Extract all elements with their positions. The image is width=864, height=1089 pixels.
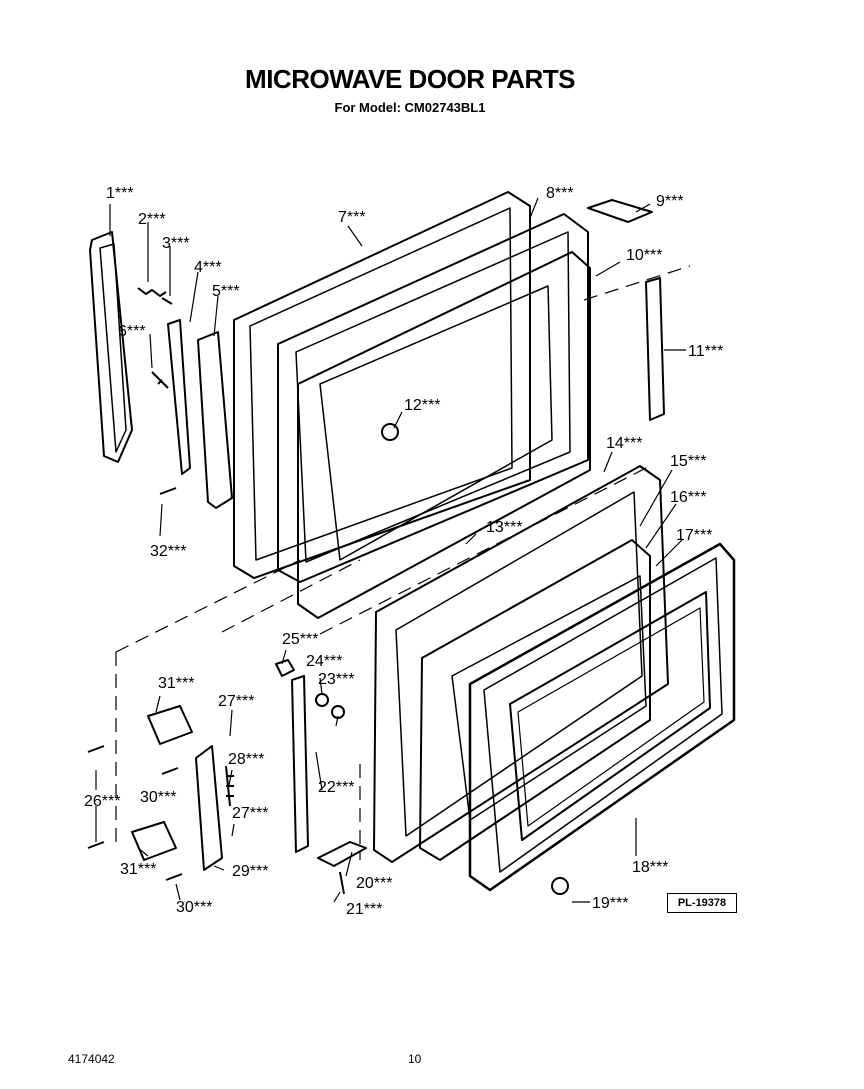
callout-32: 32*** <box>150 543 186 560</box>
callout-11: 11*** <box>688 343 723 360</box>
callout-31-upper: 31*** <box>158 675 194 692</box>
callout-24: 24*** <box>306 653 342 670</box>
part-screw-30a <box>161 767 179 775</box>
part-screw-30b <box>165 873 183 881</box>
model-subtitle: For Model: CM02743BL1 <box>334 100 486 115</box>
part-handle <box>89 231 133 463</box>
part-hinge-assembly <box>291 675 367 895</box>
page-number: 10 <box>408 1052 422 1066</box>
part-screw-6 <box>151 371 169 389</box>
callout-16: 16*** <box>670 489 706 506</box>
callout-22: 22*** <box>318 779 354 796</box>
callout-3: 3*** <box>162 235 190 252</box>
part-knob-19 <box>551 877 569 895</box>
callout-2: 2*** <box>138 211 166 228</box>
assembly-guide-lines <box>115 265 691 860</box>
callout-30-lower: 30*** <box>176 899 212 916</box>
part-glass-frame <box>468 542 736 892</box>
callout-31-lower: 31*** <box>120 861 156 878</box>
callout-9: 9*** <box>656 193 684 210</box>
callout-6: 6*** <box>118 323 146 340</box>
doc-number: 4174042 <box>68 1052 115 1066</box>
callout-15: 15*** <box>670 453 706 470</box>
part-washer-24 <box>315 693 329 707</box>
part-switch-lower <box>131 821 177 861</box>
part-screw-26a <box>87 745 105 753</box>
leader-lines <box>95 197 686 903</box>
page-title: MICROWAVE DOOR PARTS <box>245 64 575 94</box>
callout-18: 18*** <box>632 859 668 876</box>
callout-4: 4*** <box>194 259 222 276</box>
part-screen <box>419 539 651 861</box>
part-interlock <box>195 745 234 871</box>
part-seal-strip <box>167 319 191 475</box>
callout-7: 7*** <box>338 209 366 226</box>
part-springs <box>137 287 173 305</box>
callout-21: 21*** <box>346 901 382 918</box>
part-choke-frame <box>297 251 591 619</box>
callout-10: 10*** <box>626 247 662 264</box>
part-nut-12 <box>381 423 399 441</box>
part-screw-26b <box>87 841 105 849</box>
callout-13: 13*** <box>486 519 522 536</box>
part-screw-32 <box>159 487 177 495</box>
callout-17: 17*** <box>676 527 712 544</box>
callout-19: 19*** <box>592 895 628 912</box>
part-hinge-strip <box>645 277 665 421</box>
part-switch-upper <box>147 705 193 745</box>
part-outer-panel <box>233 191 531 579</box>
callout-12: 12*** <box>404 397 440 414</box>
callout-1: 1*** <box>106 185 134 202</box>
part-bracket-9 <box>587 199 653 223</box>
part-clip-25 <box>275 659 295 677</box>
part-inner-panel <box>373 465 669 863</box>
callout-23: 23*** <box>318 671 354 688</box>
callout-labels: 1*** 2*** 3*** 4*** 5*** 6*** 7*** 8*** … <box>84 185 723 918</box>
callout-25: 25*** <box>282 631 318 648</box>
callout-5: 5*** <box>212 283 240 300</box>
part-latch-bar <box>197 331 233 509</box>
callout-8: 8*** <box>546 185 574 202</box>
callout-26: 26*** <box>84 793 120 810</box>
callout-14: 14*** <box>606 435 642 452</box>
callout-28: 28*** <box>228 751 264 768</box>
callout-20: 20*** <box>356 875 392 892</box>
callout-29: 29*** <box>232 863 268 880</box>
plate-id-box: PL-19378 <box>667 893 737 913</box>
callout-27-upper: 27*** <box>218 693 254 710</box>
callout-27-lower: 27*** <box>232 805 268 822</box>
callout-30-upper: 30*** <box>140 789 176 806</box>
part-inner-frame <box>277 213 589 583</box>
